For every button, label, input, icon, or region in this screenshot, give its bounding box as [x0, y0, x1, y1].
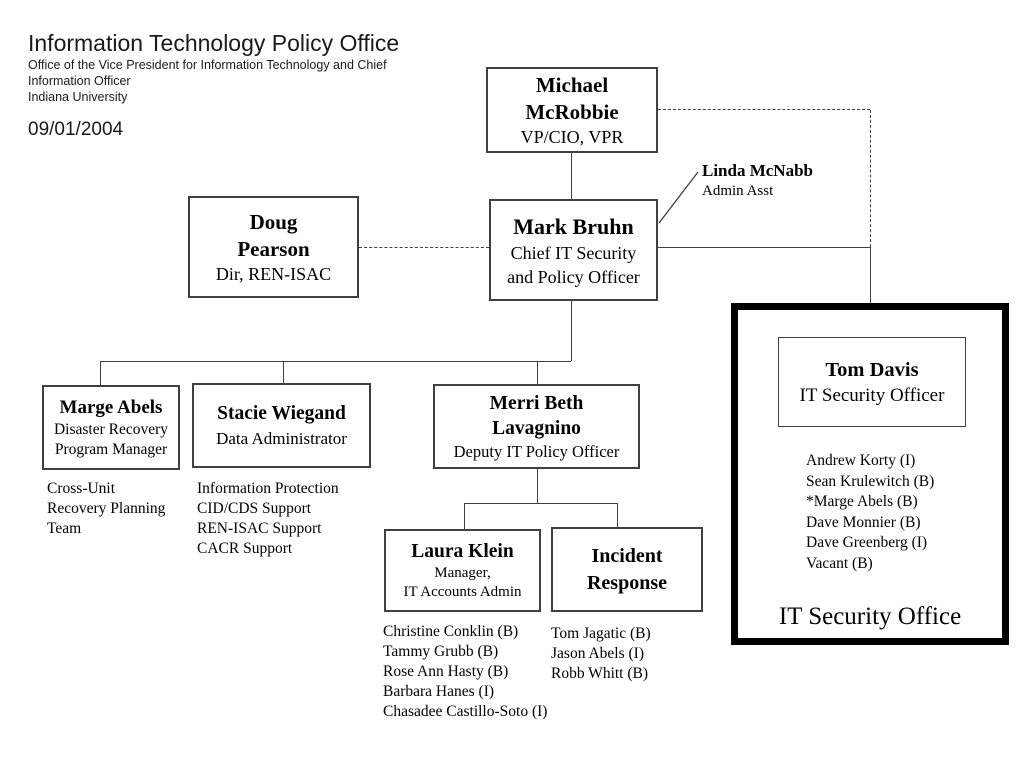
person-name: Marge Abels: [59, 396, 163, 418]
list-item: Dave Monnier (B): [806, 513, 921, 531]
person-title: Data Administrator: [216, 428, 347, 448]
person-title: Disaster Recovery: [53, 420, 169, 438]
team-name: Incident: [591, 544, 663, 567]
person-name: Lavagnino: [492, 418, 581, 439]
person-name: Laura Klein: [411, 541, 514, 562]
klein-staff-list: Christine Conklin (B) Tammy Grubb (B) Ro…: [383, 622, 547, 722]
connector-lavagnino-down: [537, 469, 538, 503]
wiegand-duties-list: Information Protection CID/CDS Support R…: [197, 479, 339, 559]
connector-mcrobbie-bruhn: [571, 153, 572, 199]
person-name: Doug: [249, 209, 298, 234]
list-item: *Marge Abels (B): [806, 493, 918, 510]
list-item: Information Protection: [197, 480, 339, 497]
connector-dashed-mcrobbie-right: [658, 109, 870, 110]
subtitle-line: Office of the Vice President for Informa…: [28, 58, 387, 72]
connector-bruhn-down: [571, 301, 572, 361]
list-item: Tammy Grubb (B): [383, 643, 499, 660]
person-title: Chief IT Security: [510, 242, 637, 263]
org-box-laura-klein: Laura Klein Manager, IT Accounts Admin: [384, 529, 541, 612]
connector-down-itso: [870, 247, 871, 303]
list-item: CID/CDS Support: [197, 500, 312, 517]
org-box-marge-abels: Marge Abels Disaster Recovery Program Ma…: [42, 385, 180, 470]
org-box-doug-pearson: Doug Pearson Dir, REN-ISAC: [188, 196, 359, 298]
list-item: Jason Abels (I): [551, 645, 644, 662]
person-title: IT Accounts Admin: [403, 584, 522, 600]
subtitle-line: Information Officer: [28, 74, 131, 88]
list-item: Cross-Unit: [47, 480, 116, 497]
org-box-merri-beth-lavagnino: Merri Beth Lavagnino Deputy IT Policy Of…: [433, 384, 640, 469]
list-item: Dave Greenberg (I): [806, 534, 928, 551]
list-item: Andrew Korty (I): [806, 452, 916, 469]
person-title: Admin Asst: [702, 183, 774, 199]
person-name: Mark Bruhn: [513, 213, 634, 239]
person-name: Tom Davis: [825, 358, 919, 381]
list-item: Rose Ann Hasty (B): [383, 663, 509, 680]
list-item: REN-ISAC Support: [197, 520, 322, 537]
list-item: Chasadee Castillo-Soto (I): [383, 703, 548, 720]
connector-subrow-horizontal: [464, 503, 617, 504]
person-title: Dir, REN-ISAC: [215, 263, 332, 284]
person-title: Program Manager: [54, 440, 168, 458]
security-office-staff-list: Andrew Korty (I) Sean Krulewitch (B) *Ma…: [806, 451, 934, 574]
team-name: Response: [586, 571, 667, 594]
connector-drop-klein: [464, 503, 465, 529]
person-name: Pearson: [237, 236, 310, 261]
person-title: Deputy IT Policy Officer: [453, 442, 620, 461]
person-name: McRobbie: [525, 100, 619, 124]
person-name: Merri Beth: [489, 393, 584, 414]
org-box-mark-bruhn: Mark Bruhn Chief IT Security and Policy …: [489, 199, 658, 301]
list-item: Robb Whitt (B): [551, 665, 649, 682]
annotation-linda-mcnabb: Linda McNabb Admin Asst: [702, 161, 813, 201]
abels-team-list: Cross-Unit Recovery Planning Team: [47, 479, 165, 539]
connector-drop-incident: [617, 503, 618, 527]
connector-drop-abels: [100, 361, 101, 385]
page-title: Information Technology Policy Office: [28, 30, 400, 56]
list-item: Sean Krulewitch (B): [806, 472, 935, 490]
person-title: VP/CIO, VPR: [520, 127, 624, 147]
person-name: Stacie Wiegand: [217, 402, 346, 424]
connector-bruhn-itso: [658, 247, 870, 248]
connector-row-horizontal: [100, 361, 571, 362]
org-box-stacie-wiegand: Stacie Wiegand Data Administrator: [192, 383, 371, 468]
slide-date: 09/01/2004: [28, 119, 124, 140]
list-item: Vacant (B): [806, 554, 873, 572]
list-item: Barbara Hanes (I): [383, 683, 495, 700]
person-title: Manager,: [434, 565, 491, 581]
slide-header: Information Technology Policy Office Off…: [28, 30, 399, 141]
org-box-michael-mcrobbie: Michael McRobbie VP/CIO, VPR: [486, 67, 658, 153]
connector-dashed-pearson-bruhn: [359, 247, 489, 248]
person-name: Linda McNabb: [702, 161, 813, 180]
connector-drop-wiegand: [283, 361, 284, 383]
subtitle-line: Indiana University: [28, 90, 128, 104]
list-item: Team: [47, 520, 82, 537]
list-item: Recovery Planning: [47, 500, 166, 517]
list-item: CACR Support: [197, 540, 293, 557]
list-item: Tom Jagatic (B): [551, 625, 651, 642]
connector-drop-lavagnino: [537, 361, 538, 384]
person-title: and Policy Officer: [507, 266, 640, 287]
person-name: Michael: [535, 73, 609, 97]
org-box-tom-davis: Tom Davis IT Security Officer: [778, 337, 966, 427]
person-title: IT Security Officer: [799, 384, 945, 406]
list-item: Christine Conklin (B): [383, 623, 519, 640]
connector-dashed-down-right: [870, 110, 871, 247]
incident-staff-list: Tom Jagatic (B) Jason Abels (I) Robb Whi…: [551, 624, 651, 684]
it-security-office-label: IT Security Office: [778, 603, 962, 630]
org-box-incident-response: Incident Response: [551, 527, 703, 612]
